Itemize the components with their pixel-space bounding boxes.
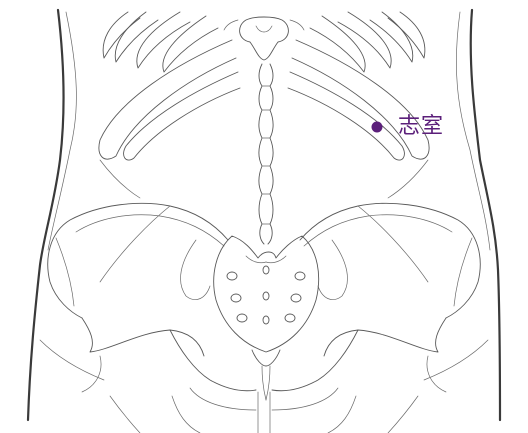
lower-pelvis [40,318,488,433]
body-outline-left [28,10,64,420]
body-outline-right [471,10,500,420]
upper-vertebra [224,17,304,60]
ilium-right [300,203,480,318]
ilium-left [48,203,228,318]
flank-line-right [456,12,490,250]
acupoint-label: 志室 [398,113,444,141]
acupoint-marker[interactable] [372,122,383,133]
ribs-left [99,12,240,198]
lumbar-spine [259,64,273,244]
ribs-right [288,12,429,198]
sacrum [214,236,319,400]
